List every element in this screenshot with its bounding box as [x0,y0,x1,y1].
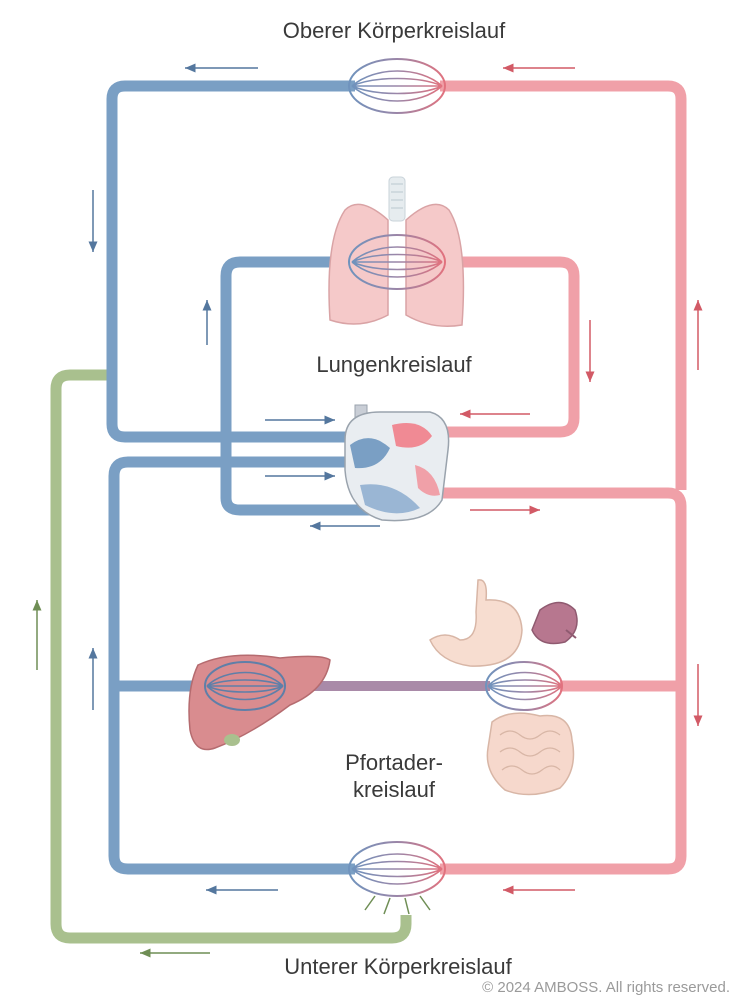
stomach [429,579,523,667]
capillary-lower [348,841,446,915]
capillary-liver [204,661,286,711]
lungs [328,176,465,327]
liver [188,654,331,751]
flow-arrows [32,63,703,958]
copyright-notice: © 2024 AMBOSS. All rights reserved. [482,979,730,996]
label-lower-circulation: Unterer Körperkreislauf [284,954,512,979]
upper-circuit [106,80,687,490]
label-upper-circulation: Oberer Körperkreislauf [283,18,506,43]
capillary-upper [348,58,446,114]
label-portal-line1: Pfortader- [345,750,443,775]
spleen [531,601,578,645]
capillary-lung [348,234,446,290]
label-pulmonary-circulation: Lungenkreislauf [316,352,472,377]
pulmonary-circuit [220,256,580,516]
lymph-vessel [50,369,412,944]
intestine [486,712,575,796]
label-portal-line2: kreislauf [353,777,436,802]
lower-circuit [108,456,687,875]
heart [344,404,450,522]
capillary-gut [485,661,563,711]
